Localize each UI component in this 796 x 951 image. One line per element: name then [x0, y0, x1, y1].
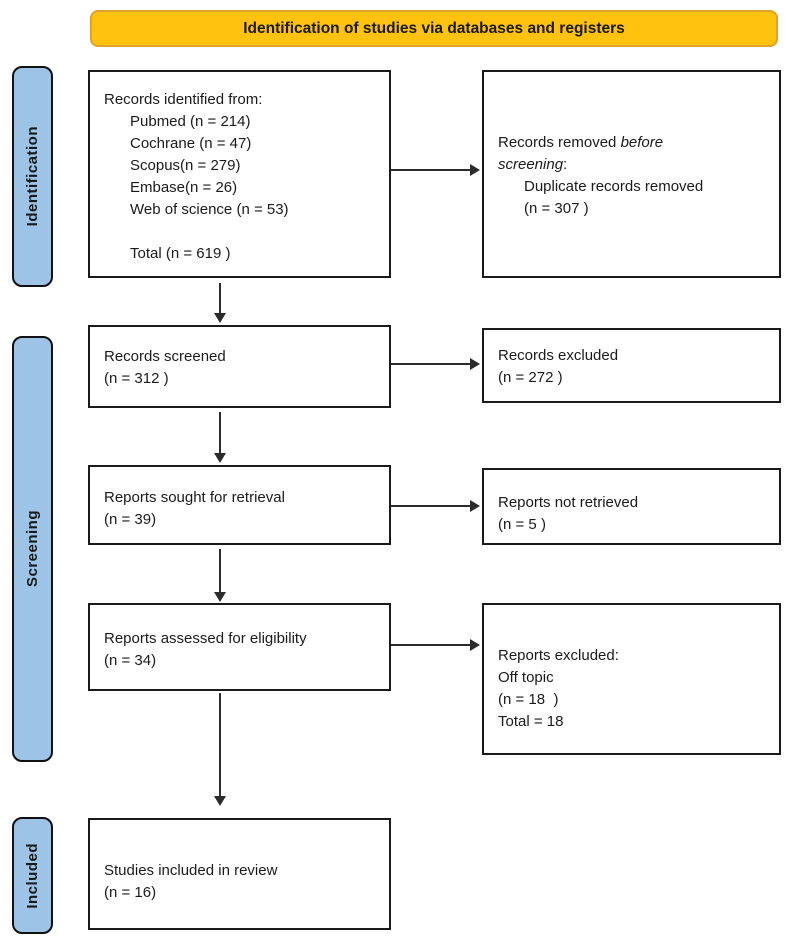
reports-excluded-line: Off topic — [498, 669, 554, 686]
box-records-identified: Records identified from: Pubmed (n = 214… — [88, 70, 391, 278]
records-removed-italic: screening — [498, 156, 564, 173]
records-identified-item: Web of science (n = 53) — [130, 201, 289, 218]
arrow-screened-to-excluded-icon — [391, 358, 480, 370]
arrow-sought-to-not-retrieved-icon — [391, 500, 480, 512]
box-reports-assessed: Reports assessed for eligibility (n = 34… — [88, 603, 391, 691]
diagram-title-banner: Identification of studies via databases … — [90, 10, 778, 47]
box-reports-sought: Reports sought for retrieval (n = 39) — [88, 465, 391, 545]
records-removed-item: (n = 307 ) — [524, 200, 589, 217]
reports-assessed-line: (n = 34) — [104, 652, 157, 669]
records-identified-item: Cochrane (n = 47) — [130, 135, 252, 152]
records-screened-line: (n = 312 ) — [104, 370, 169, 387]
records-screened-line: Records screened — [104, 348, 226, 365]
studies-included-line: Studies included in review — [104, 862, 278, 879]
box-records-removed: Records removed before screening: Duplic… — [482, 70, 781, 278]
box-records-screened: Records screened (n = 312 ) — [88, 325, 391, 408]
records-removed-italic: before — [620, 134, 664, 151]
blank-line — [104, 221, 379, 243]
arrow-sought-to-assessed-icon — [214, 549, 226, 602]
reports-excluded-line: (n = 18 ) — [498, 691, 559, 708]
records-excluded-line: (n = 272 ) — [498, 369, 563, 386]
box-reports-excluded: Reports excluded: Off topic (n = 18 ) To… — [482, 603, 781, 755]
arrow-screened-to-sought-icon — [214, 412, 226, 463]
records-removed-line2: screening: — [498, 154, 769, 176]
reports-sought-line: Reports sought for retrieval — [104, 489, 285, 506]
arrow-identified-to-removed-icon — [391, 164, 480, 176]
records-identified-item: Embase(n = 26) — [130, 179, 238, 196]
stage-bar-identification: Identification — [12, 66, 53, 287]
records-removed-item: Duplicate records removed — [524, 178, 704, 195]
reports-not-retrieved-line: (n = 5 ) — [498, 516, 546, 533]
stage-label-included: Included — [24, 842, 41, 909]
records-removed-line1: Records removed before — [498, 132, 769, 154]
stage-label-screening: Screening — [24, 510, 41, 588]
records-identified-item: Scopus(n = 279) — [130, 157, 241, 174]
reports-excluded-line: Reports excluded: — [498, 647, 619, 664]
reports-not-retrieved-line: Reports not retrieved — [498, 494, 639, 511]
stage-label-identification: Identification — [24, 126, 41, 227]
box-reports-not-retrieved: Reports not retrieved (n = 5 ) — [482, 468, 781, 545]
arrow-assessed-to-included-icon — [214, 693, 226, 806]
records-removed-text: : — [563, 156, 568, 173]
records-identified-title: Records identified from: — [104, 91, 263, 108]
stage-bar-included: Included — [12, 817, 53, 934]
arrow-identified-to-screened-icon — [214, 283, 226, 323]
box-records-excluded: Records excluded (n = 272 ) — [482, 328, 781, 403]
reports-sought-line: (n = 39) — [104, 511, 157, 528]
box-studies-included: Studies included in review (n = 16) — [88, 818, 391, 930]
studies-included-line: (n = 16) — [104, 884, 157, 901]
diagram-title: Identification of studies via databases … — [243, 19, 625, 37]
records-identified-item: Pubmed (n = 214) — [130, 113, 251, 130]
records-excluded-line: Records excluded — [498, 347, 619, 364]
records-identified-total: Total (n = 619 ) — [130, 245, 231, 262]
reports-assessed-line: Reports assessed for eligibility — [104, 630, 307, 647]
arrow-assessed-to-excluded-icon — [391, 639, 480, 651]
reports-excluded-line: Total = 18 — [498, 713, 564, 730]
stage-bar-screening: Screening — [12, 336, 53, 762]
records-removed-text: Records removed — [498, 134, 621, 151]
